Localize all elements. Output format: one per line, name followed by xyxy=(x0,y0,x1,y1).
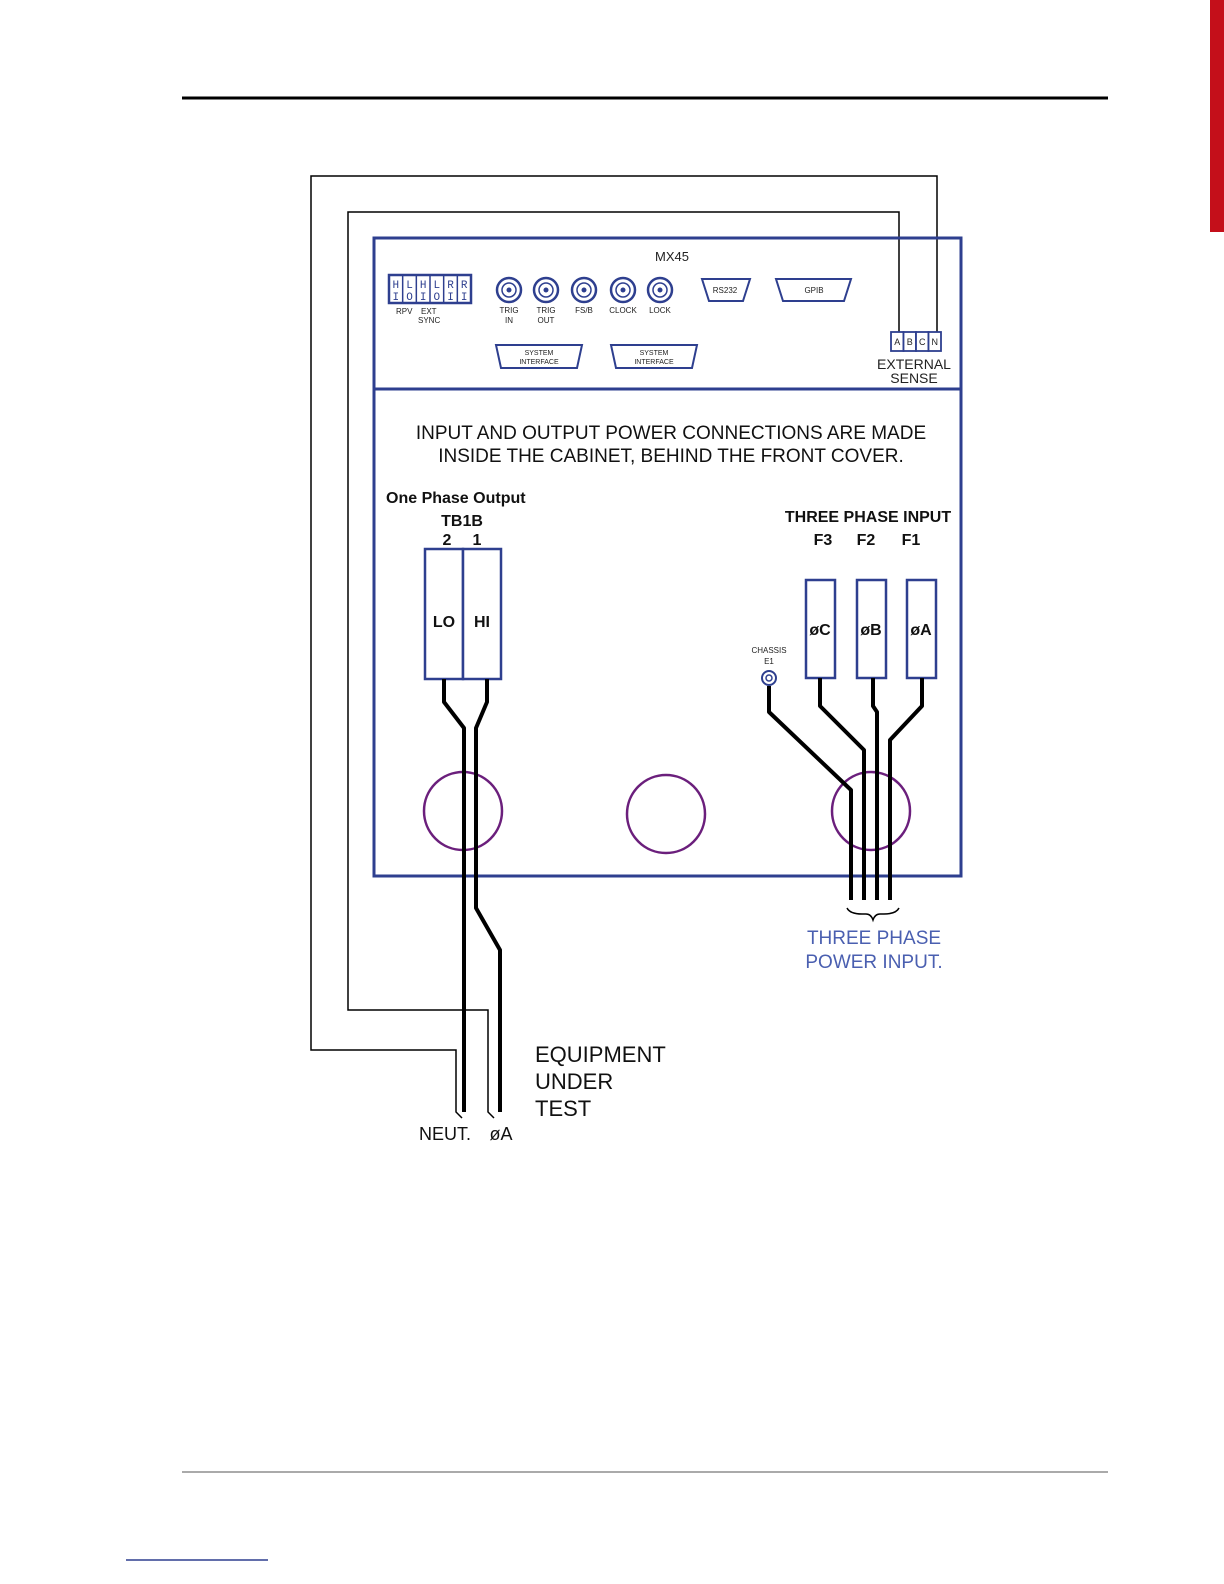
terminal-block-tb1b xyxy=(423,547,503,681)
cabinet-outline xyxy=(372,236,963,878)
switch-top-1: L xyxy=(406,280,413,292)
hi-label: HI xyxy=(474,614,490,631)
switch-bottom-4: I xyxy=(447,292,454,304)
wire-chassis xyxy=(767,686,853,900)
switch-bottom-0: I xyxy=(393,292,400,304)
system-interface-1-line2: INTERFACE xyxy=(519,359,559,366)
bnc-connector-1[interactable] xyxy=(532,276,560,304)
switch-bottom-1: O xyxy=(406,292,413,304)
switch-bottom-5: I xyxy=(461,292,468,304)
neut-label: NEUT. xyxy=(419,1124,471,1144)
output-title: One Phase Output xyxy=(386,490,526,507)
chassis-ground-stud xyxy=(761,670,777,686)
system-interface-1[interactable] xyxy=(494,344,584,369)
sense-wire-neutral xyxy=(310,175,938,1119)
model-label: MX45 xyxy=(655,249,689,264)
wire-phase-b xyxy=(871,678,879,900)
eut-label-1: EQUIPMENT xyxy=(535,1042,666,1067)
tb-label: TB1B xyxy=(441,513,483,530)
cabinet-note-line1: INPUT AND OUTPUT POWER CONNECTIONS ARE M… xyxy=(416,423,926,444)
tb-num-2: 2 xyxy=(443,532,452,549)
input-terminals xyxy=(804,578,938,680)
gpib-label: GPIB xyxy=(804,286,823,295)
tb-num-1: 1 xyxy=(473,532,482,549)
bnc-label-4: LOCK xyxy=(649,306,671,315)
eut-label-3: TEST xyxy=(535,1096,591,1121)
f1-label: F1 xyxy=(902,532,921,549)
bnc-label-3: CLOCK xyxy=(609,306,637,315)
eut-label-2: UNDER xyxy=(535,1069,613,1094)
bnc-sublabel-1: OUT xyxy=(538,316,555,325)
bnc-label-1: TRIG xyxy=(536,306,555,315)
cabinet-note-line2: INSIDE THE CABINET, BEHIND THE FRONT COV… xyxy=(438,446,904,467)
side-tab xyxy=(1210,0,1224,232)
sense-terminal-n xyxy=(927,331,942,352)
ext-label: EXT xyxy=(421,307,437,316)
terminal-hi xyxy=(461,547,503,681)
bnc-label-0: TRIG xyxy=(499,306,518,315)
terminal-lo xyxy=(423,547,465,681)
input-brace xyxy=(846,907,900,923)
input-title: THREE PHASE INPUT xyxy=(785,509,951,526)
bnc-sublabel-0: IN xyxy=(505,316,513,325)
system-interface-2-line1: SYSTEM xyxy=(640,350,669,357)
phase-a-output-label: øA xyxy=(489,1124,512,1144)
rs232-label: RS232 xyxy=(713,286,738,295)
gpib-connector[interactable] xyxy=(774,278,853,302)
terminal-phase-b xyxy=(855,578,888,680)
switch-top-0: H xyxy=(393,280,400,292)
grommets xyxy=(422,770,912,855)
sense-terminal-label-n: N xyxy=(932,337,939,347)
system-interface-1-line1: SYSTEM xyxy=(525,350,554,357)
external-sense-label-1: EXTERNAL xyxy=(877,356,951,372)
grommet-center xyxy=(625,773,707,855)
sense-wires xyxy=(310,175,938,1119)
phase-b-label: øB xyxy=(860,622,881,639)
cabinet xyxy=(372,236,963,878)
bnc-label-2: FS/B xyxy=(575,306,593,315)
wire-hi xyxy=(474,679,502,1112)
bnc-connector-3[interactable] xyxy=(609,276,637,304)
sync-label: SYNC xyxy=(418,316,440,325)
input-wires xyxy=(767,678,924,900)
switch-top-4: R xyxy=(447,280,454,292)
switch-top-2: H xyxy=(420,280,427,292)
output-wires xyxy=(442,679,502,1112)
chassis-label-1: CHASSIS xyxy=(751,646,786,655)
wire-phase-a xyxy=(888,678,924,900)
bnc-connector-0[interactable] xyxy=(495,276,523,304)
f3-label: F3 xyxy=(814,532,833,549)
system-interface-2-line2: INTERFACE xyxy=(634,359,674,366)
lo-label: LO xyxy=(433,614,455,631)
phase-a-label: øA xyxy=(910,622,932,639)
power-input-label-2: POWER INPUT. xyxy=(805,952,942,973)
power-input-label-1: THREE PHASE xyxy=(807,928,941,949)
grommet-right xyxy=(830,770,912,852)
switch-top-5: R xyxy=(461,280,468,292)
external-sense-label-2: SENSE xyxy=(890,370,937,386)
chassis-label-2: E1 xyxy=(764,657,774,666)
switch-top-3: L xyxy=(434,280,441,292)
sense-terminal-label-c: C xyxy=(919,337,926,347)
system-interface-2[interactable] xyxy=(609,344,699,369)
bnc-connector-2[interactable] xyxy=(570,276,598,304)
sense-wire-phase-a xyxy=(347,211,900,1119)
rpv-label: RPV xyxy=(396,307,413,316)
switch-bottom-3: O xyxy=(434,292,441,304)
bnc-connector-4[interactable] xyxy=(646,276,674,304)
terminal-phase-a xyxy=(905,578,938,680)
rs232-connector[interactable] xyxy=(700,278,752,302)
f2-label: F2 xyxy=(857,532,876,549)
sense-terminal-label-a: A xyxy=(894,337,900,347)
sense-terminal-label-b: B xyxy=(907,337,913,347)
wire-phase-c xyxy=(818,678,866,900)
switch-bottom-2: I xyxy=(420,292,427,304)
wire-neutral xyxy=(442,679,466,1112)
phase-c-label: øC xyxy=(809,622,831,639)
